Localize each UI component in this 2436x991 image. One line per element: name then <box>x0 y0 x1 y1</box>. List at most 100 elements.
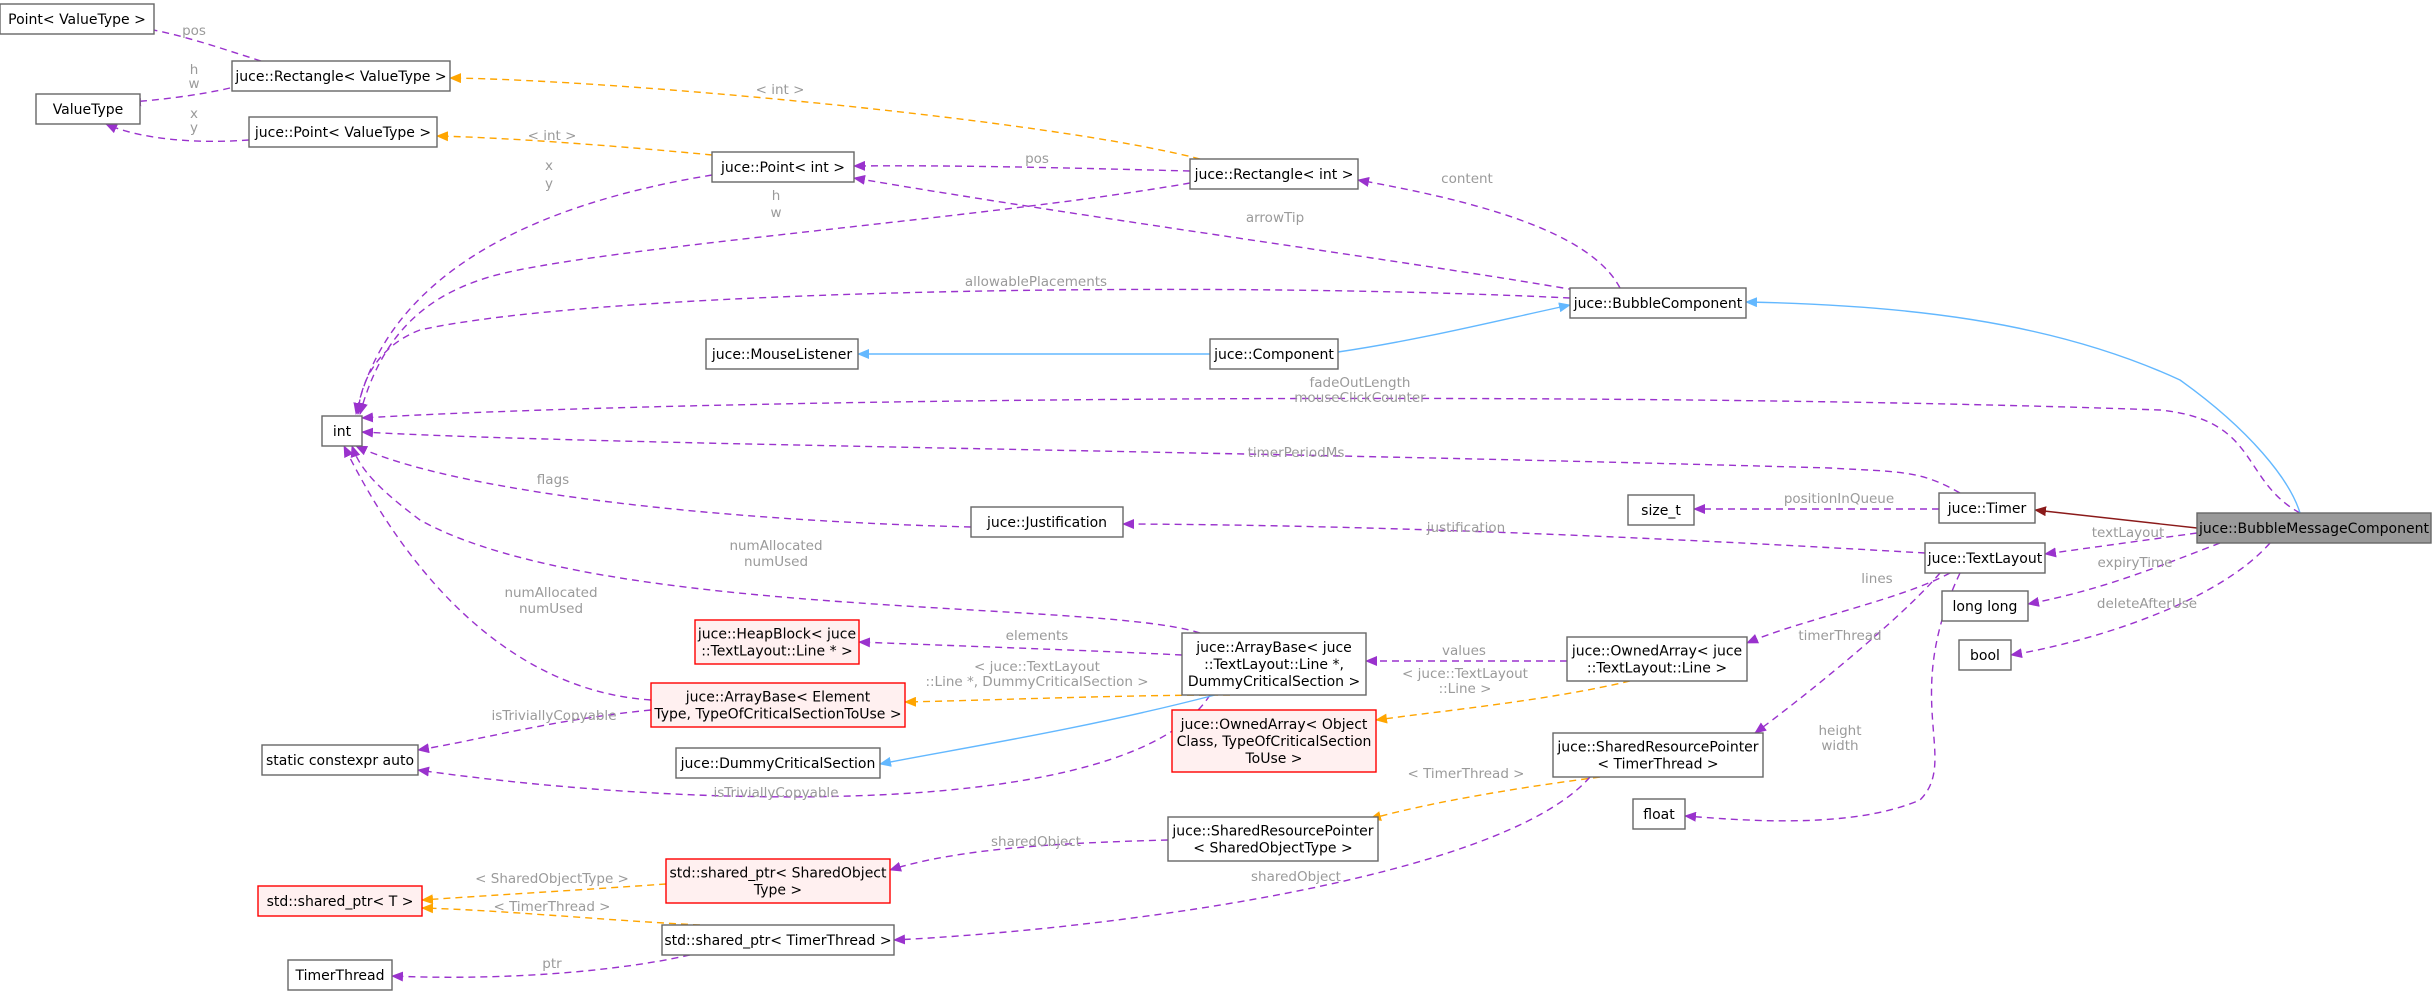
hw-mid-label: h <box>772 188 781 204</box>
node-label: juce::Point< int > <box>720 160 845 176</box>
hw-mid-edge <box>358 182 1191 415</box>
xy-top-label: y <box>190 120 198 136</box>
inherit-edge <box>879 694 1216 767</box>
node-label: Point< ValueType > <box>8 12 146 28</box>
fadeout-edge <box>361 397 2301 514</box>
node-box <box>1958 639 2012 671</box>
timerthread-tmpl-label: < TimerThread > <box>1408 766 1525 782</box>
node-label: static constexpr auto <box>266 753 414 769</box>
node-box <box>248 116 438 148</box>
inherit-edge <box>1745 297 2301 514</box>
ptr-edge <box>391 954 691 982</box>
node-longlong[interactable]: long long <box>1941 590 2029 622</box>
xy-mid-label: y <box>545 176 553 192</box>
node-box <box>1569 287 1747 319</box>
numalloc-mid-label: numAllocated <box>729 538 822 554</box>
node-point-valuetype[interactable]: Point< ValueType > <box>0 3 155 35</box>
node-label: juce::TextLayout <box>1927 551 2043 567</box>
node-label: ::TextLayout::Line > <box>1587 661 1727 677</box>
node-label: juce::ArrayBase< juce <box>1195 640 1352 656</box>
node-label: juce::SharedResourcePointer <box>1556 740 1758 756</box>
node-float[interactable]: float <box>1632 798 1686 830</box>
node-bool[interactable]: bool <box>1958 639 2012 671</box>
node-label: long long <box>1953 599 2018 615</box>
node-box <box>35 93 141 125</box>
triviallycopyable-bottom-edge <box>417 694 1211 798</box>
xy-top-label: x <box>190 106 198 122</box>
node-label: Type, TypeOfCriticalSectionToUse > <box>653 707 901 723</box>
hw-top-edge <box>129 87 231 107</box>
node-bubblemsg[interactable]: juce::BubbleMessageComponent <box>2196 512 2432 544</box>
expirytime-label: expiryTime <box>2098 555 2173 571</box>
node-label: bool <box>1970 648 2000 664</box>
node-justification[interactable]: juce::Justification <box>970 506 1124 538</box>
node-label: float <box>1643 807 1675 823</box>
values-label: values <box>1442 643 1486 659</box>
node-arraybase-juce[interactable]: juce::ArrayBase< juce::TextLayout::Line … <box>1181 632 1367 696</box>
textlayout-line-tmpl-edge <box>1375 680 1631 724</box>
sharedobjecttype-tmpl-edge <box>421 883 667 905</box>
triviallycopyable-top-label: isTriviallyCopyable <box>492 708 617 724</box>
node-box <box>1566 636 1748 682</box>
heightwidth-label: width <box>1821 738 1858 754</box>
node-rect-valuetype[interactable]: juce::Rectangle< ValueType > <box>231 60 451 92</box>
node-label: juce::Rectangle< ValueType > <box>234 69 446 85</box>
node-box <box>1627 494 1695 526</box>
node-box <box>1938 492 2036 524</box>
sharedobject-bottom-edge <box>893 776 1591 945</box>
node-textlayout[interactable]: juce::TextLayout <box>1924 542 2046 574</box>
pos-mid-edge <box>853 160 1191 172</box>
node-ownedarray-juce[interactable]: juce::OwnedArray< juce::TextLayout::Line… <box>1566 636 1748 682</box>
node-label: ToUse > <box>1244 751 1302 767</box>
node-box <box>257 885 423 917</box>
node-juce-point-valuetype[interactable]: juce::Point< ValueType > <box>248 116 438 148</box>
node-valuetype[interactable]: ValueType <box>35 93 141 125</box>
numalloc-left-label: numAllocated <box>504 585 597 601</box>
elements-label: elements <box>1006 628 1069 644</box>
textlayout-edge <box>2044 532 2198 558</box>
node-box <box>1209 338 1339 370</box>
node-rect-int[interactable]: juce::Rectangle< int > <box>1189 158 1359 190</box>
node-box <box>1167 816 1379 862</box>
node-heapblock[interactable]: juce::HeapBlock< juce::TextLayout::Line … <box>694 619 860 665</box>
node-sp-t[interactable]: std::shared_ptr< T > <box>257 885 423 917</box>
node-size-t[interactable]: size_t <box>1627 494 1695 526</box>
node-bubble[interactable]: juce::BubbleComponent <box>1569 287 1747 319</box>
node-label: juce::MouseListener <box>711 347 853 363</box>
node-box <box>1552 732 1764 778</box>
expirytime-edge <box>2027 542 2221 607</box>
private-edge <box>2034 506 2198 529</box>
node-srp-shared[interactable]: juce::SharedResourcePointer< SharedObjec… <box>1167 816 1379 862</box>
node-box <box>694 619 860 665</box>
node-box <box>1924 542 2046 574</box>
numalloc-mid-edge <box>350 445 1201 634</box>
node-sp-sharedobj[interactable]: std::shared_ptr< SharedObjectType > <box>665 858 891 904</box>
node-sp-timerthread[interactable]: std::shared_ptr< TimerThread > <box>661 924 895 956</box>
node-static-auto[interactable]: static constexpr auto <box>261 744 419 776</box>
xy-mid-edge <box>353 174 713 415</box>
node-timerthread[interactable]: TimerThread <box>287 959 393 991</box>
heightwidth-label: height <box>1818 723 1861 739</box>
node-label: juce::SharedResourcePointer <box>1171 824 1373 840</box>
node-label: std::shared_ptr< T > <box>267 894 414 910</box>
node-point-int[interactable]: juce::Point< int > <box>711 151 855 183</box>
node-srp-timer[interactable]: juce::SharedResourcePointer< TimerThread… <box>1552 732 1764 778</box>
allowable-label: allowablePlacements <box>965 274 1107 290</box>
node-component[interactable]: juce::Component <box>1209 338 1339 370</box>
numalloc-left-label: numUsed <box>519 601 583 617</box>
node-int[interactable]: int <box>321 415 363 447</box>
numalloc-left-edge <box>343 445 652 701</box>
node-dummycs[interactable]: juce::DummyCriticalSection <box>675 747 881 779</box>
node-timer[interactable]: juce::Timer <box>1938 492 2036 524</box>
timerperiod-label: timerPeriodMs <box>1248 445 1345 461</box>
node-mouselistener[interactable]: juce::MouseListener <box>705 338 859 370</box>
node-label: juce::Component <box>1213 347 1334 363</box>
fadeout-label: fadeOutLength <box>1310 375 1411 391</box>
node-label: juce::Timer <box>1947 501 2027 517</box>
node-box <box>675 747 881 779</box>
node-label: juce::OwnedArray< juce <box>1571 644 1742 660</box>
pos-mid-label: pos <box>1025 151 1049 167</box>
pos-top-edge <box>141 24 262 62</box>
